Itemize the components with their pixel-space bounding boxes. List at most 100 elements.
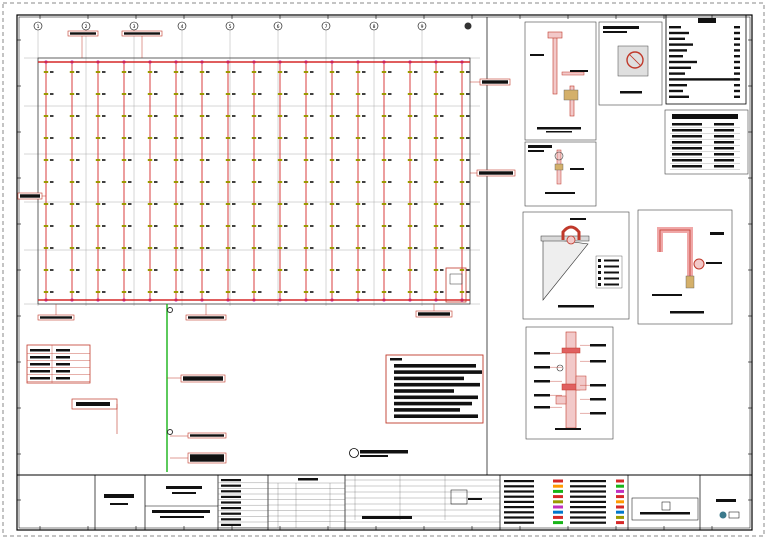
sprinkler-tag <box>414 137 418 139</box>
sprinkler-tag <box>154 137 158 139</box>
design-cell-text <box>672 135 702 138</box>
sprinkler-head <box>329 181 335 183</box>
sprinkler-head <box>251 159 257 161</box>
callout-text-bar <box>40 316 72 319</box>
sprinkler-tag <box>102 159 106 161</box>
sprinkler-tag <box>76 115 80 117</box>
sprinkler-head <box>303 159 309 161</box>
sprinkler-tag <box>50 203 54 205</box>
sprinkler-head <box>433 225 439 227</box>
detail-end-test <box>637 209 733 325</box>
symbol-legend-swatch <box>553 489 563 493</box>
grid-bubble-label: 4 <box>181 24 184 30</box>
symbol-legend-swatch <box>553 500 563 504</box>
sprinkler-head <box>121 93 127 95</box>
title-block-row-text <box>221 523 241 526</box>
title-block-project-text <box>172 492 196 494</box>
sprinkler-tag <box>284 291 288 293</box>
sprinkler-tag <box>232 137 236 139</box>
legend-text-bar <box>669 89 683 93</box>
valve-room-equipment <box>449 273 463 285</box>
sprinkler-tag <box>180 247 184 249</box>
sprinkler-head <box>173 291 179 293</box>
sprinkler-tag <box>206 269 210 271</box>
sprinkler-head <box>303 115 309 117</box>
symbol-legend-swatch <box>553 495 563 499</box>
sprinkler-head <box>147 269 153 271</box>
symbol-legend-swatch <box>616 495 624 499</box>
sprinkler-head <box>121 159 127 161</box>
sprinkler-head <box>95 247 101 249</box>
sprinkler-tag <box>440 225 444 227</box>
sprinkler-tag <box>128 225 132 227</box>
sprinkler-tag <box>50 291 54 293</box>
sprinkler-tag <box>102 291 106 293</box>
sprinkler-tag <box>362 203 366 205</box>
sprinkler-tag <box>362 247 366 249</box>
sprinkler-tag <box>76 93 80 95</box>
sprinkler-head <box>173 159 179 161</box>
legend-text-bar <box>669 84 687 87</box>
sprinkler-tag <box>466 137 470 139</box>
sprinkler-head <box>173 71 179 73</box>
sprinkler-head <box>147 137 153 139</box>
sprinkler-head <box>173 115 179 117</box>
legend-text-bar <box>669 55 683 58</box>
sprinkler-tag <box>388 181 392 183</box>
sprinkler-head <box>69 115 75 117</box>
sprinkler-tag <box>466 115 470 117</box>
symbol-legend-text <box>504 506 534 509</box>
sprinkler-tag <box>76 159 80 161</box>
sprinkler-head <box>121 181 127 183</box>
hanger-legend-text <box>604 277 619 280</box>
sprinkler-tag <box>232 93 236 95</box>
drawing-frame-inner <box>18 16 751 529</box>
sprinkler-head <box>225 71 231 73</box>
legend-text-bar <box>669 31 689 35</box>
callout-text-bar <box>482 80 508 84</box>
sprinkler-head <box>355 93 361 95</box>
sprinkler-head <box>225 291 231 293</box>
sprinkler-head <box>303 203 309 205</box>
design-cell-text <box>672 141 702 144</box>
sheet-number-text <box>716 499 736 502</box>
sprinkler-head <box>407 225 413 227</box>
legend-text-bar <box>669 43 693 46</box>
sprinkler-tag <box>154 93 158 95</box>
design-cell-text <box>672 129 702 132</box>
sprinkler-tag <box>206 71 210 73</box>
sprinkler-tag <box>362 137 366 139</box>
sprinkler-tag <box>388 225 392 227</box>
notes-text-bar <box>394 414 478 418</box>
symbol-legend-text <box>570 490 606 493</box>
sprinkler-tag <box>388 291 392 293</box>
sprinkler-head <box>43 137 49 139</box>
legend-symbol <box>734 89 740 93</box>
sprinkler-tag <box>206 225 210 227</box>
sprinkler-tag <box>232 181 236 183</box>
sprinkler-head <box>199 115 205 117</box>
sprinkler-tag <box>336 291 340 293</box>
sprinkler-tag <box>180 203 184 205</box>
sprinkler-head <box>459 203 465 205</box>
sprinkler-tag <box>414 291 418 293</box>
sprinkler-tag <box>414 181 418 183</box>
sprinkler-head <box>251 291 257 293</box>
sprinkler-head <box>459 247 465 249</box>
sprinkler-tag <box>180 291 184 293</box>
sprinkler-tag <box>154 247 158 249</box>
sprinkler-tag <box>362 115 366 117</box>
sprinkler-tag <box>414 71 418 73</box>
sprinkler-head <box>251 115 257 117</box>
design-cell-text <box>714 129 734 132</box>
sprinkler-head <box>147 181 153 183</box>
sprinkler-tag <box>388 203 392 205</box>
legend-symbol <box>734 60 740 64</box>
sprinkler-head <box>433 247 439 249</box>
legend-symbol <box>734 66 740 69</box>
sprinkler-tag <box>284 159 288 161</box>
detail-pipe-hanger <box>522 211 630 320</box>
sprinkler-tag <box>102 181 106 183</box>
sprinkler-tag <box>76 203 80 205</box>
grid-bubble-label: 8 <box>373 24 376 30</box>
